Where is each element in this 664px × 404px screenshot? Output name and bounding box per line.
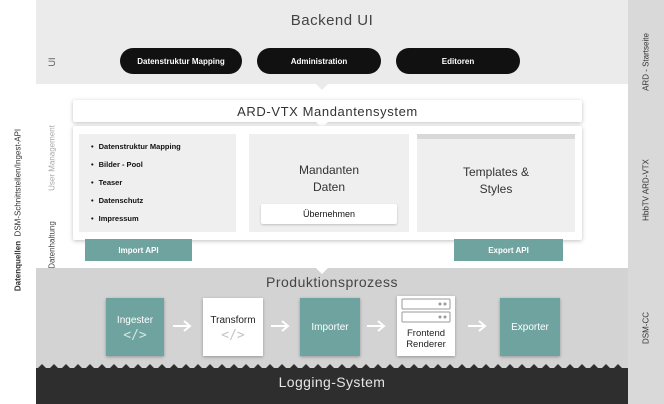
ingester-step: Ingester </>: [106, 298, 164, 356]
logging-system-band: Logging-System: [36, 368, 628, 404]
produktionsprozess-title: Produktionsprozess: [266, 274, 398, 290]
data-sources-subtitle: DSM-Schnittstellen/Ingest-API: [13, 128, 23, 237]
mandanten-daten-panel: Mandanten Daten Übernehmen: [249, 134, 409, 232]
hbbtv-label: HbbTV ARD-VTX: [641, 159, 651, 221]
produktionsprozess-band: Produktionsprozess Ingester </> Transfor…: [36, 268, 628, 368]
title-pointer: [316, 122, 328, 128]
mandantensystem-band: Datenhaltung User Management ARD-VTX Man…: [36, 84, 628, 269]
feature-item: Impressum: [91, 214, 236, 223]
feature-list-panel: Datenstruktur Mapping Bilder - Pool Teas…: [79, 134, 236, 232]
mandantensystem-title-box: ARD-VTX Mandantensystem: [73, 100, 582, 122]
user-management-label: User Management: [47, 125, 57, 191]
exporter-label: Exporter: [511, 321, 549, 333]
feature-item: Datenstruktur Mapping: [91, 142, 236, 151]
feature-item: Datenschutz: [91, 196, 236, 205]
connector-notch: [316, 84, 328, 90]
uebernehmen-button[interactable]: Übernehmen: [261, 204, 397, 224]
mandantensystem-body: Datenstruktur Mapping Bilder - Pool Teas…: [73, 126, 582, 240]
backend-ui-title: Backend UI: [290, 12, 374, 29]
administration-button[interactable]: Administration: [257, 48, 381, 74]
ingester-label: Ingester: [116, 315, 154, 326]
transform-step: Transform </>: [203, 298, 263, 356]
import-api-box: Import API: [85, 239, 192, 261]
importer-step: Importer: [300, 298, 360, 356]
transform-label: Transform: [210, 315, 256, 326]
frontend-renderer-step: Frontend Renderer: [397, 296, 455, 356]
templates-styles-text: Templates & Styles: [462, 165, 530, 196]
right-side-strip: ARD - Startseite HbbTV ARD-VTX DSM-CC: [628, 0, 664, 404]
arrow-right-icon: [367, 320, 386, 332]
importer-label: Importer: [311, 321, 349, 333]
mandanten-daten-text: Mandanten Daten: [298, 163, 360, 194]
mandantensystem-title: ARD-VTX Mandantensystem: [237, 103, 418, 119]
feature-item: Teaser: [91, 178, 236, 187]
data-sources-label: Datenquellen DSM-Schnittstellen/Ingest-A…: [14, 129, 23, 291]
arrow-right-icon: [468, 320, 487, 332]
ui-label: UI: [47, 57, 57, 67]
export-api-box: Export API: [454, 239, 563, 261]
prod-notch: [316, 268, 328, 274]
backend-ui-band: Backend UI UI Datenstruktur Mapping Admi…: [36, 0, 628, 84]
logging-system-title: Logging-System: [278, 374, 386, 390]
server-icon: [401, 298, 451, 323]
templates-styles-panel: Templates & Styles: [417, 134, 575, 232]
feature-item: Bilder - Pool: [91, 160, 236, 169]
data-sources-title: Datenquellen: [13, 240, 23, 292]
code-icon: </>: [123, 328, 147, 343]
frontend-renderer-label: Frontend Renderer: [406, 328, 446, 350]
arrow-right-icon: [271, 320, 290, 332]
arrow-right-icon: [173, 320, 192, 332]
datenstruktur-mapping-button[interactable]: Datenstruktur Mapping: [120, 48, 242, 74]
dsm-cc-label: DSM-CC: [641, 312, 651, 344]
exporter-step: Exporter: [500, 298, 560, 356]
editoren-button[interactable]: Editoren: [396, 48, 520, 74]
code-icon: </>: [221, 328, 245, 343]
datenhaltung-label: Datenhaltung: [47, 221, 57, 269]
left-side-strip: Datenquellen DSM-Schnittstellen/Ingest-A…: [0, 0, 36, 404]
ard-startseite-label: ARD - Startseite: [641, 33, 651, 91]
